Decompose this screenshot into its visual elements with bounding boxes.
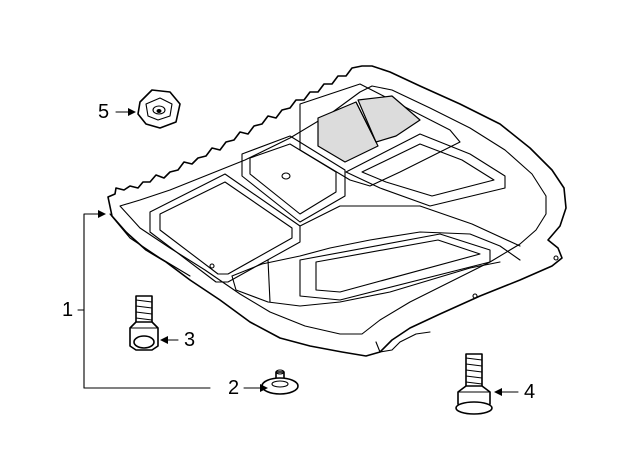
shield-center-rib-inner — [249, 143, 337, 215]
shield-mount-hole-2 — [209, 263, 215, 269]
callout-3-label: 3 — [184, 329, 195, 351]
push-rivet[interactable] — [261, 369, 299, 395]
callout-5: 5 — [98, 101, 136, 123]
shield-right-rib — [345, 133, 506, 207]
shield-right-rib-inner — [361, 143, 495, 197]
shield-bolt[interactable] — [129, 295, 159, 351]
shield-lower-panel-inner — [315, 239, 481, 293]
shield-drain-hole — [281, 172, 291, 180]
shield-mount-hole-3 — [553, 255, 559, 261]
shield-mount-hole — [472, 293, 478, 299]
callout-2: 2 — [228, 377, 268, 399]
shield-left-panel-inner — [159, 181, 293, 275]
speed-nut[interactable] — [137, 89, 181, 129]
shield-inner-rim — [119, 85, 547, 335]
shield-outline — [107, 65, 567, 357]
callout-3: 3 — [160, 329, 195, 351]
callout-4-label: 4 — [524, 381, 535, 403]
shield-side-flange — [109, 213, 191, 277]
shield-bottom-flange — [375, 331, 431, 353]
shield-left-panel — [149, 173, 301, 283]
shield-diagonal-rib-2 — [299, 205, 421, 227]
callout-5-label: 5 — [98, 101, 109, 123]
shield-lower-rib — [231, 231, 521, 277]
callout-4: 4 — [494, 381, 535, 403]
shield-lower-rib-2 — [267, 259, 271, 303]
shield-opening-divider — [355, 101, 377, 143]
flange-bolt[interactable] — [455, 353, 493, 415]
shield-lower-rib-3 — [231, 261, 501, 307]
callout-1: 1 — [62, 210, 211, 389]
callout-1-label: 1 — [62, 299, 73, 321]
callout-2-label: 2 — [228, 377, 239, 399]
shield-diagonal-rib-1 — [419, 205, 521, 247]
shield-lower-panel — [299, 233, 491, 301]
shield-center-rib — [241, 135, 346, 223]
engine-splash-shield[interactable] — [107, 65, 567, 357]
